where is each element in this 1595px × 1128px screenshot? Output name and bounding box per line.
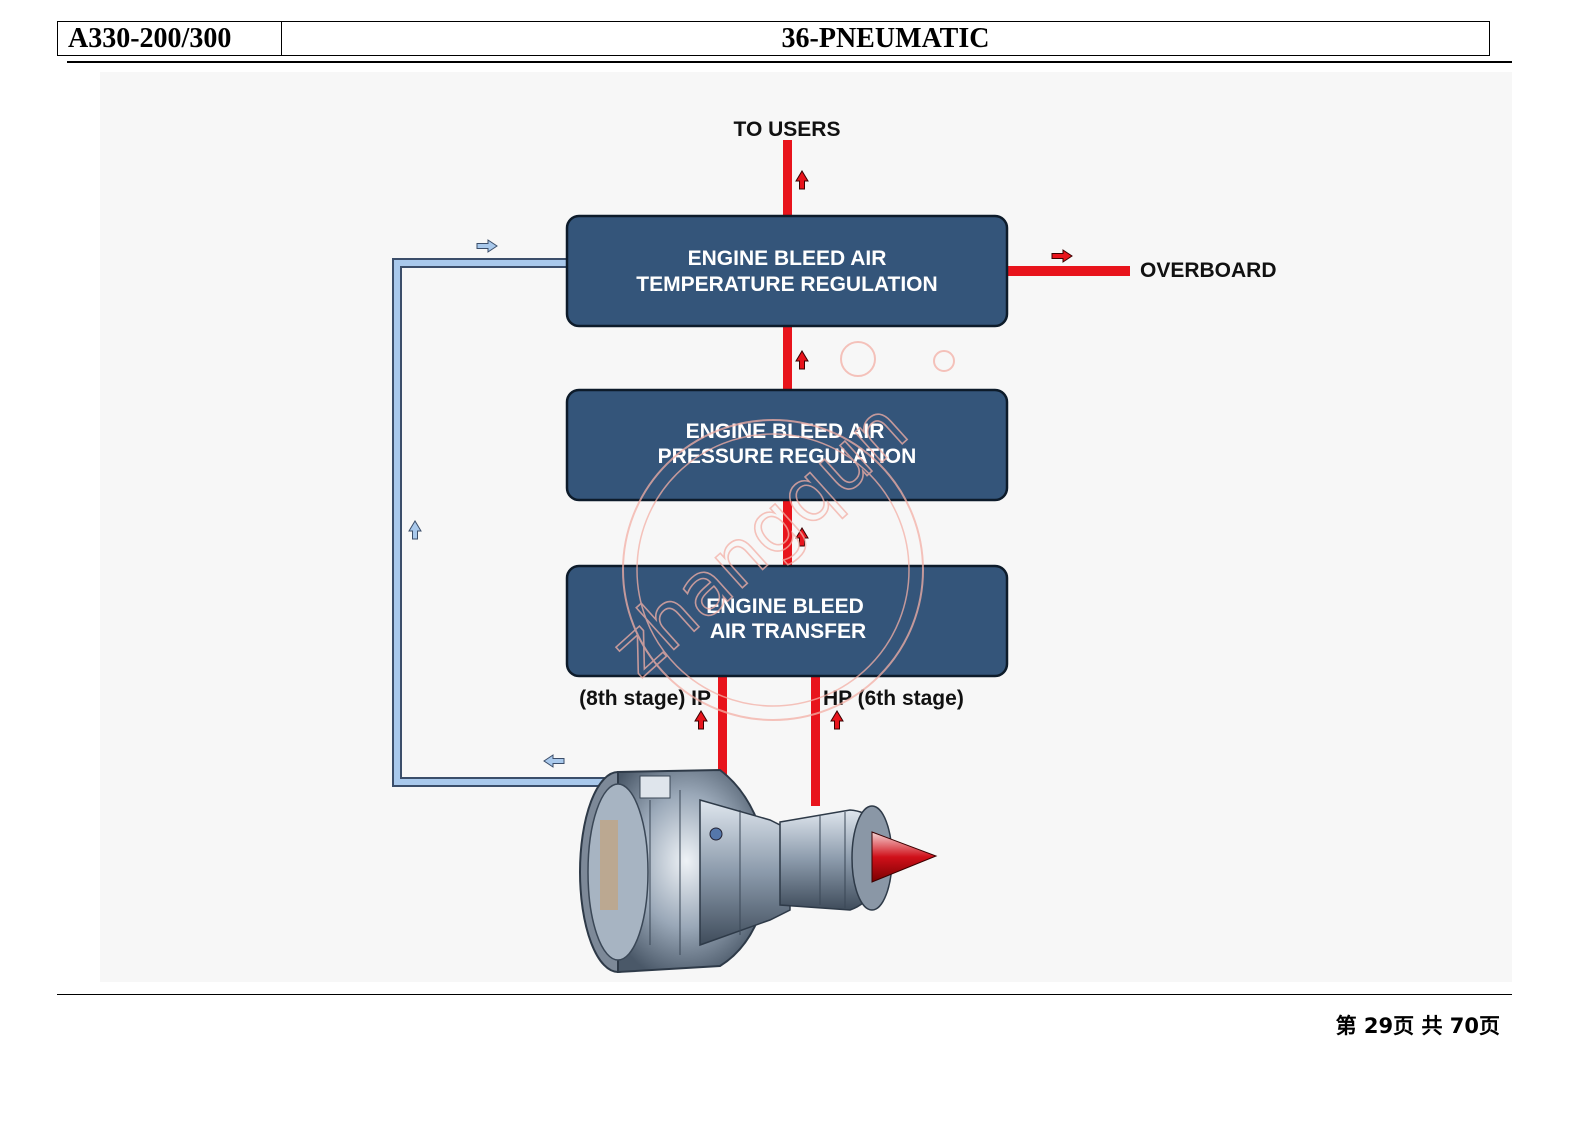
air-transfer-box: ENGINE BLEED AIR TRANSFER bbox=[565, 564, 1009, 678]
duct-hp bbox=[811, 676, 820, 806]
box-line: ENGINE BLEED bbox=[706, 595, 864, 618]
footer-rule bbox=[57, 994, 1512, 995]
box-line: ENGINE BLEED AIR bbox=[688, 247, 887, 270]
flow-arrow-up-icon bbox=[795, 527, 809, 547]
box-line: AIR TRANSFER bbox=[710, 620, 866, 643]
overboard-label: OVERBOARD bbox=[1140, 259, 1277, 282]
header-rule bbox=[67, 61, 1512, 63]
duct-overboard bbox=[1006, 266, 1130, 276]
flow-arrow-up-icon bbox=[795, 170, 809, 190]
duct-pressure-to-transfer bbox=[783, 500, 792, 568]
flow-arrow-up-icon bbox=[694, 710, 708, 730]
duct-ip bbox=[718, 676, 727, 806]
document-header: A330-200/300 36-PNEUMATIC bbox=[57, 21, 1490, 56]
page-number: 第 29页 共 70页 bbox=[1335, 1014, 1500, 1038]
cold-flow-arrow-left-icon bbox=[543, 754, 565, 768]
hp-port-label: HP (6th stage) bbox=[823, 687, 964, 710]
box-line: PRESSURE REGULATION bbox=[658, 445, 917, 468]
chapter-title: 36-PNEUMATIC bbox=[781, 22, 990, 54]
aircraft-model: A330-200/300 bbox=[58, 22, 282, 55]
duct-temp-to-pressure bbox=[783, 326, 792, 392]
flow-arrow-up-icon bbox=[830, 710, 844, 730]
cold-flow-arrow-right-icon bbox=[476, 239, 498, 253]
temperature-regulation-box: ENGINE BLEED AIR TEMPERATURE REGULATION bbox=[565, 214, 1009, 328]
flow-arrow-up-icon bbox=[795, 350, 809, 370]
box-line: TEMPERATURE REGULATION bbox=[636, 273, 937, 296]
ip-port-label: (8th stage) IP bbox=[579, 687, 711, 710]
flow-arrow-right-icon bbox=[1051, 249, 1073, 263]
turbofan-engine-illustration bbox=[579, 768, 938, 974]
cold-flow-arrow-up-icon bbox=[408, 520, 422, 540]
duct-to-users bbox=[783, 140, 792, 218]
to-users-label: TO USERS bbox=[734, 118, 841, 141]
